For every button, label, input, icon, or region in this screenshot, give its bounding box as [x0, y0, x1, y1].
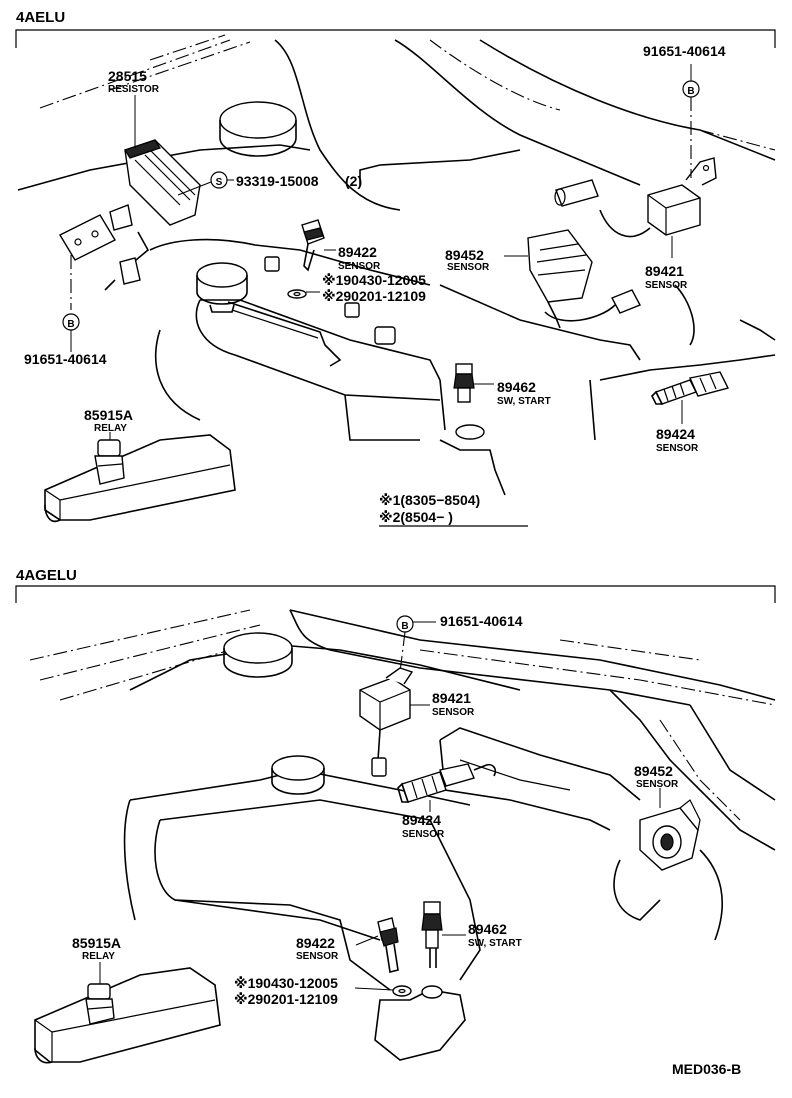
start-switch-89462-top[interactable]	[453, 363, 494, 403]
section-title-4aelu: 4AELU	[16, 9, 65, 26]
caption-89462-bottom: SW, START	[468, 938, 522, 949]
caption-89462-top: SW, START	[497, 396, 551, 407]
label-gasket2-top: ※290201-12109	[322, 288, 426, 304]
temp-sensor-89422-bottom[interactable]	[355, 917, 399, 973]
label-89422-top: 89422	[338, 244, 377, 260]
label-89452-bottom: 89452	[634, 763, 673, 779]
label-89422-bottom: 89422	[296, 935, 335, 951]
bolt-marker-letter: B	[67, 319, 74, 330]
section-title-4agelu: 4AGELU	[16, 567, 77, 584]
label-91651-40614-left: 91651-40614	[24, 351, 107, 367]
label-gasket2-bottom: ※290201-12109	[234, 991, 338, 1007]
temp-sensor-89422-top[interactable]	[301, 219, 336, 272]
oil-filler-cap-top	[219, 101, 297, 157]
radiator-cap-top	[196, 262, 248, 313]
label-89462-bottom: 89462	[468, 921, 507, 937]
relay-85915a-top[interactable]	[44, 432, 236, 523]
label-85915a-top: 85915A	[84, 407, 133, 423]
bolt-marker-letter-bottom: B	[401, 621, 408, 632]
caption-89421-top: SENSOR	[645, 280, 688, 291]
bolt-marker-bottom: B	[396, 615, 436, 673]
oxygen-sensor-89424-bottom[interactable]	[397, 763, 497, 812]
label-gasket1-bottom: ※190430-12005	[234, 975, 338, 991]
caption-89452-bottom: SENSOR	[636, 779, 679, 790]
label-89421-top: 89421	[645, 263, 684, 279]
bolt-marker-left-top: B	[62, 255, 80, 331]
throttle-sensor-89452-top[interactable]	[504, 229, 641, 329]
engine-outline-top	[17, 34, 776, 496]
caption-resistor: RESISTOR	[108, 84, 160, 95]
oil-filler-cap-bottom	[223, 632, 293, 678]
caption-89424-top: SENSOR	[656, 443, 699, 454]
caption-89424-bottom: SENSOR	[402, 829, 445, 840]
gasket-top	[287, 289, 320, 299]
label-91651-40614-bottom: 91651-40614	[440, 613, 523, 629]
label-91651-40614-right: 91651-40614	[643, 43, 726, 59]
section-bracket-top	[15, 29, 776, 48]
relay-85915a-bottom[interactable]	[34, 962, 221, 1064]
start-switch-89462-bottom[interactable]	[421, 901, 466, 968]
caption-89452-top: SENSOR	[447, 262, 490, 273]
figure-code: MED036-B	[672, 1061, 741, 1077]
caption-relay-bottom: RELAY	[82, 951, 115, 962]
label-89421-bottom: 89421	[432, 690, 471, 706]
note-1: ※1(8305−8504)	[379, 492, 480, 508]
bolt-marker-letter-right: B	[687, 86, 694, 97]
resistor-28515[interactable]	[59, 139, 201, 291]
label-89462-top: 89462	[497, 379, 536, 395]
label-28515: 28515	[108, 68, 147, 84]
engine-bosses-top	[264, 256, 485, 440]
pressure-sensor-89421-top[interactable]	[554, 157, 717, 258]
section-4aelu: 4AELU	[15, 9, 776, 527]
screw-marker-letter: S	[216, 177, 223, 188]
caption-89421-bottom: SENSOR	[432, 707, 475, 718]
section-bracket-bottom	[15, 585, 776, 603]
label-89452-top: 89452	[445, 247, 484, 263]
radiator-cap-bottom	[271, 755, 325, 795]
gasket-bottom	[354, 985, 466, 1061]
caption-89422-top: SENSOR	[338, 261, 381, 272]
note-2: ※2(8504− )	[379, 509, 453, 525]
bolt-marker-right-top: B	[682, 64, 700, 178]
caption-relay-top: RELAY	[94, 423, 127, 434]
caption-89422-bottom: SENSOR	[296, 951, 339, 962]
screw-marker-top: S	[177, 171, 234, 196]
label-93319-15008: 93319-15008	[236, 173, 319, 189]
engine-outline-bottom	[29, 609, 776, 991]
throttle-sensor-89452-bottom[interactable]	[639, 788, 701, 871]
label-gasket1-top: ※190430-12005	[322, 272, 426, 288]
oxygen-sensor-89424-top[interactable]	[651, 371, 730, 424]
pressure-sensor-89421-bottom[interactable]	[359, 667, 430, 777]
section-4agelu: 4AGELU	[15, 567, 776, 1077]
label-89424-bottom: 89424	[402, 812, 441, 828]
label-93319-qty: (2)	[345, 173, 362, 189]
label-89424-top: 89424	[656, 426, 695, 442]
label-85915a-bottom: 85915A	[72, 935, 121, 951]
